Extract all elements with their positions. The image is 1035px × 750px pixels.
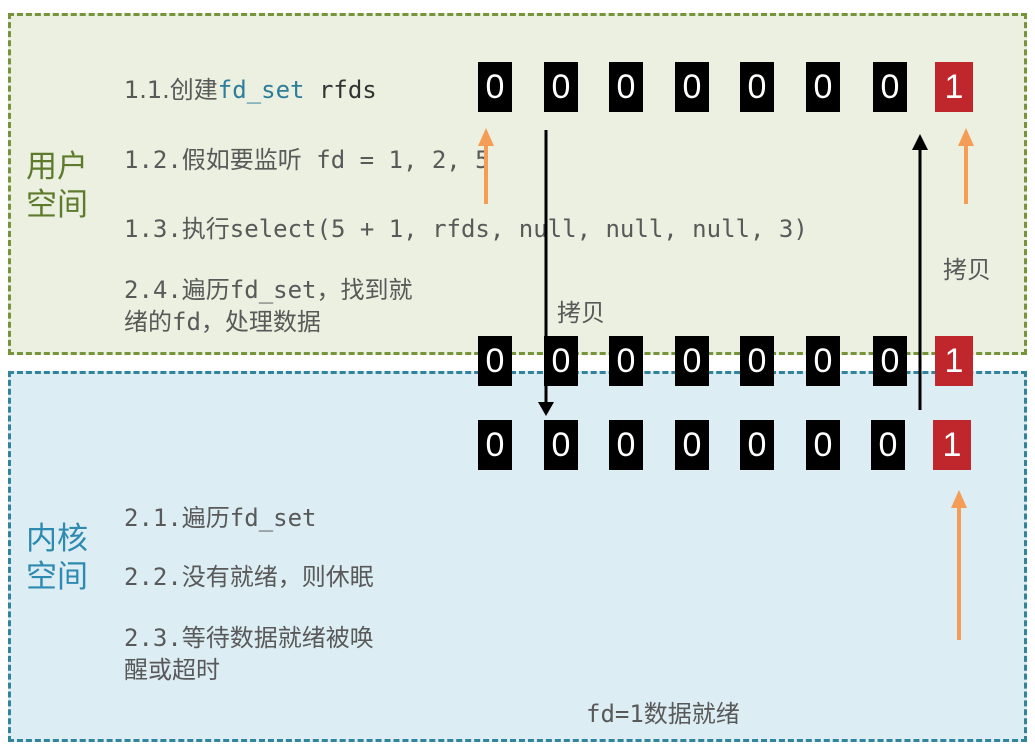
kernel-space-region	[8, 371, 1027, 742]
fd-ready-note: fd=1数据就绪	[586, 700, 740, 728]
bitmap-row-bottom: 0 0 0 0 0 0 0 1	[478, 420, 978, 470]
step-1-1-prefix: 1.1.创建	[124, 76, 218, 104]
bit-cell: 0	[478, 336, 512, 386]
bit-cell: 0	[873, 62, 907, 112]
bit-cell: 0	[873, 336, 907, 386]
bit-cell-set: 1	[933, 420, 971, 470]
bit-cell: 0	[544, 420, 578, 470]
bit-cell: 0	[675, 420, 709, 470]
bit-cell: 0	[806, 336, 840, 386]
step-1-1-code: fd_set	[217, 76, 305, 104]
bit-cell: 0	[609, 336, 643, 386]
kernel-space-label: 内核 空间	[26, 521, 88, 595]
arrow-up-icon	[478, 128, 494, 204]
arrow-down-icon	[538, 130, 554, 416]
bitmap-row-middle: 0 0 0 0 0 0 0 1	[478, 336, 978, 386]
arrow-up-icon	[958, 128, 974, 204]
step-2-4: 2.4.遍历fd_set，找到就 绪的fd，处理数据	[124, 276, 413, 336]
step-1-1-suffix: rfds	[304, 76, 377, 104]
bit-cell: 0	[871, 420, 905, 470]
bit-cell: 0	[478, 420, 512, 470]
step-1-1: 1.1.创建fd_set rfds	[124, 74, 377, 106]
user-space-label: 用户 空间	[26, 149, 88, 223]
bitmap-row-top: 0 0 0 0 0 0 0 1	[478, 62, 978, 112]
step-2-1: 2.1.遍历fd_set	[124, 504, 317, 532]
bit-cell: 0	[609, 420, 643, 470]
copy-up-label: 拷贝	[943, 256, 991, 284]
bit-cell: 0	[609, 62, 643, 112]
bit-cell-set: 1	[935, 336, 973, 386]
arrow-up-icon	[912, 134, 928, 410]
bit-cell: 0	[544, 336, 578, 386]
bit-cell: 0	[675, 62, 709, 112]
user-space-region	[8, 13, 1027, 355]
bit-cell: 0	[740, 62, 774, 112]
bit-cell: 0	[478, 62, 512, 112]
copy-down-label: 拷贝	[557, 299, 605, 327]
step-2-2: 2.2.没有就绪，则休眠	[124, 563, 374, 591]
bit-cell: 0	[675, 336, 709, 386]
bit-cell-set: 1	[935, 62, 973, 112]
step-1-3: 1.3.执行select(5 + 1, rfds, null, null, nu…	[124, 215, 808, 243]
bit-cell: 0	[544, 62, 578, 112]
bit-cell: 0	[806, 420, 840, 470]
bit-cell: 0	[740, 420, 774, 470]
step-2-3: 2.3.等待数据就绪被唤 醒或超时	[124, 624, 374, 684]
bit-cell: 0	[806, 62, 840, 112]
bit-cell: 0	[740, 336, 774, 386]
arrow-up-icon	[951, 490, 967, 640]
